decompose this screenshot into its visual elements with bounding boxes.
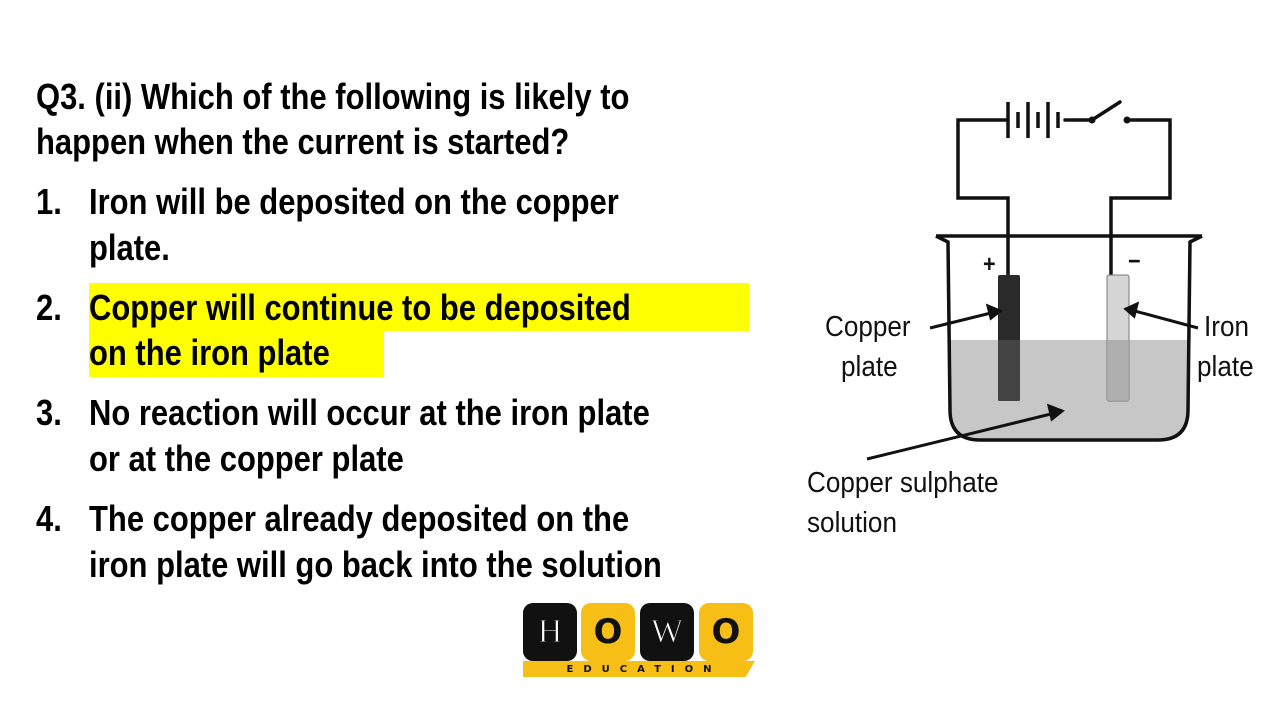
highlight-band — [89, 331, 384, 377]
wire-left — [956, 118, 1010, 282]
option-text-line: No reaction will occur at the iron plate — [89, 392, 650, 433]
option-text-line: The copper already deposited on the — [89, 498, 630, 539]
option-text-line: plate. — [89, 227, 170, 268]
copper-plate-label-line-2: plate — [841, 351, 898, 383]
switch-icon — [1088, 100, 1131, 124]
battery-icon — [1006, 102, 1060, 138]
copper-plate-label-line-1: Copper — [825, 311, 911, 343]
logo-letter: O — [711, 612, 741, 652]
iron-plate-label-line-1: Iron — [1204, 311, 1249, 343]
solution-label-line-2: solution — [807, 507, 897, 539]
logo-letter: O — [593, 612, 623, 652]
wire-right — [1109, 118, 1172, 282]
logo-tagline: EDUCATION — [523, 661, 755, 677]
option-text-line: or at the copper plate — [89, 438, 404, 479]
option-text-line: iron plate will go back into the solutio… — [89, 544, 662, 585]
option-number: 1. — [36, 181, 62, 222]
howo-education-logo: H O W O EDUCATION — [523, 603, 757, 677]
logo-tile-h: H — [523, 603, 577, 661]
plus-sign: + — [983, 251, 996, 278]
beaker-outline — [935, 234, 1203, 442]
option-text-line: Copper will continue to be deposited — [89, 287, 631, 328]
logo-tile-o2: O — [699, 603, 753, 661]
electrolysis-diagram: + − Copper plate Iron plate Copper sulph… — [800, 90, 1280, 560]
question-line-2: happen when the current is started? — [36, 121, 570, 162]
circuit-beaker-illustration — [866, 100, 1203, 461]
option-number: 4. — [36, 498, 62, 539]
highlight-band — [89, 283, 749, 331]
logo-letter: H — [537, 613, 563, 651]
iron-plate-label-line-2: plate — [1197, 351, 1254, 383]
logo-letter: W — [650, 613, 684, 651]
option-number: 2. — [36, 287, 62, 328]
option-text-line: Iron will be deposited on the copper — [89, 181, 619, 222]
logo-tile-o: O — [581, 603, 635, 661]
logo-tile-w: W — [640, 603, 694, 661]
copper-sulphate-solution — [950, 340, 1188, 440]
solution-label-line-1: Copper sulphate — [807, 467, 999, 499]
minus-sign: − — [1128, 248, 1141, 275]
option-text-line: on the iron plate — [89, 332, 330, 373]
question-line-1: Q3. (ii) Which of the following is likel… — [36, 76, 630, 117]
option-number: 3. — [36, 392, 62, 433]
